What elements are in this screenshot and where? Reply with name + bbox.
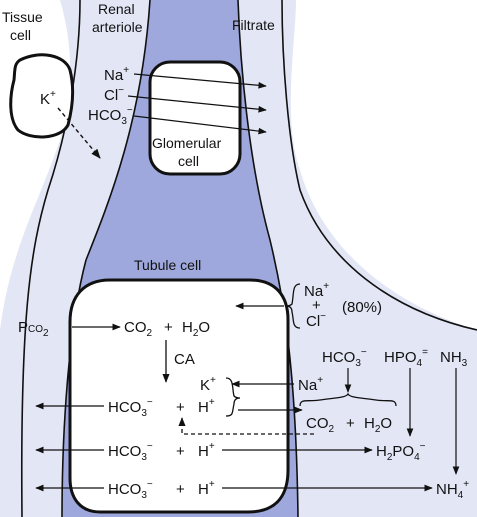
brace-na-cl	[285, 283, 301, 329]
co2-cell: CO2	[124, 319, 153, 339]
label-glomerular-1: Glomerular	[152, 135, 222, 151]
ion-na-blood: Na+	[104, 65, 129, 84]
plus-row3: +	[176, 481, 185, 498]
pco2: PCO2	[18, 319, 49, 339]
ion-na-filtrate: Na+	[304, 281, 329, 300]
arrow-na-filtrate	[133, 73, 267, 89]
co2-filtrate: CO2	[306, 415, 335, 435]
plus-row2: +	[176, 443, 185, 460]
hco3-row2: HCO3−	[108, 441, 153, 463]
hpo4-filtrate: HPO4=	[384, 347, 428, 369]
ion-cl-blood: Cl−	[104, 85, 124, 104]
label-80-percent: (80%)	[342, 299, 382, 316]
arrow-k-out	[57, 107, 101, 159]
nh3-filtrate: NH3	[440, 349, 468, 369]
ion-cl-filtrate: Cl−	[306, 311, 326, 330]
ion-k-tissue: K+	[40, 89, 56, 108]
label-glomerular-2: cell	[178, 153, 199, 169]
nh4-filtrate: NH4+	[436, 479, 469, 501]
label-ca: CA	[174, 351, 195, 368]
plus-row1: +	[176, 399, 185, 416]
h-row3: H+	[198, 479, 215, 498]
vessel-left-wall	[20, 0, 81, 517]
arrow-co2-return	[178, 417, 314, 435]
ion-hco3-blood: HCO3−	[88, 105, 133, 127]
arrow-hco3-filtrate	[133, 115, 267, 135]
hco3-row1: HCO3−	[108, 397, 153, 419]
plus-na-cl: +	[312, 297, 321, 314]
arteriole-left-edge	[61, 0, 151, 517]
label-tubule-cell: Tubule cell	[134, 257, 201, 273]
arteriole-right-edge	[237, 0, 299, 517]
label-filtrate: Filtrate	[232, 17, 275, 33]
h-row2: H+	[198, 441, 215, 460]
brace-co2-h2o	[299, 392, 397, 407]
arrow-cl-filtrate	[127, 95, 267, 113]
label-renal-2: arteriole	[92, 19, 143, 35]
label-tissue-cell-2: cell	[10, 27, 31, 43]
brace-k-h	[225, 377, 241, 417]
plus-filtrate: +	[346, 415, 355, 432]
hco3-row3: HCO3−	[108, 479, 153, 501]
label-renal-1: Renal	[98, 1, 135, 17]
ion-na-exchange: Na+	[298, 375, 323, 394]
plus-co2-h2o: +	[164, 319, 173, 336]
ion-k-cell: K+	[200, 375, 216, 394]
label-tissue-cell-1: Tissue	[2, 9, 43, 25]
h2o-cell: H2O	[182, 319, 210, 339]
vessel-right-wall	[281, 0, 477, 331]
h2o-filtrate: H2O	[364, 415, 392, 435]
h2po4-filtrate: H2PO4−	[376, 441, 426, 463]
hco3-filtrate: HCO3−	[322, 347, 367, 369]
h-row1: H+	[198, 397, 215, 416]
tissue-cell	[9, 53, 75, 139]
tubule-cell	[68, 278, 290, 514]
